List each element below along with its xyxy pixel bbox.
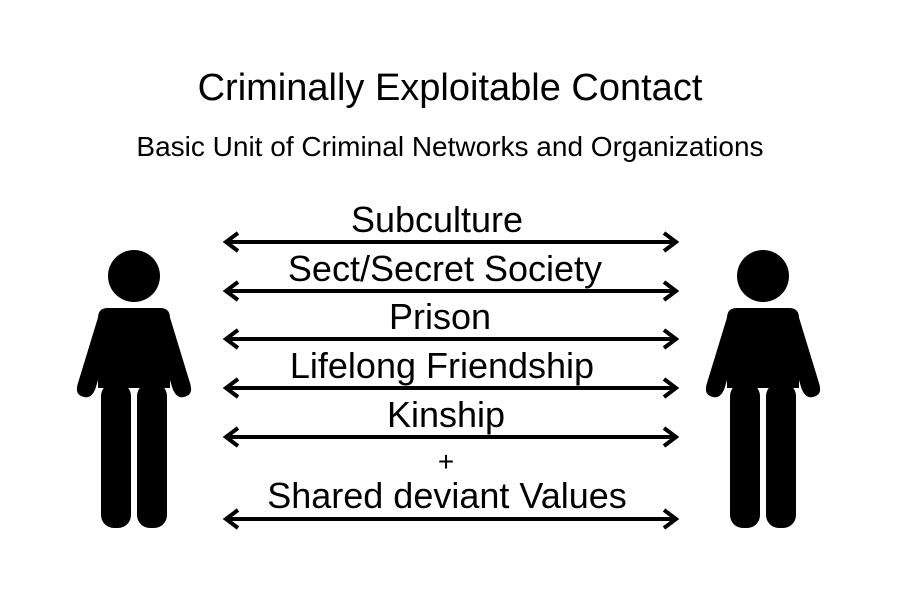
- connection-label-kinship: Kinship: [387, 394, 505, 435]
- arrow-shared-values-double-arrow: [222, 508, 680, 530]
- right-person-icon: [705, 250, 821, 528]
- connection-labels: Subculture Sect/Secret Society Prison Li…: [267, 199, 627, 516]
- diagram-title: Criminally Exploitable Contact: [197, 67, 703, 109]
- shared-values-label: Shared deviant Values: [267, 475, 627, 516]
- connection-label-lifelong-friendship: Lifelong Friendship: [290, 345, 594, 386]
- connection-label-sect-secret-society: Sect/Secret Society: [288, 248, 602, 289]
- plus-sign: +: [438, 446, 454, 477]
- arrow-kinship-double-arrow: [222, 426, 680, 448]
- connection-label-subculture: Subculture: [351, 199, 523, 240]
- left-person-icon: [76, 250, 192, 528]
- connection-label-prison: Prison: [389, 296, 491, 337]
- arrow-subculture-double-arrow: [222, 231, 680, 253]
- arrow-prison-double-arrow: [222, 328, 680, 350]
- arrow-sect-secret-society-double-arrow: [222, 280, 680, 302]
- arrow-lifelong-friendship-double-arrow: [222, 377, 680, 399]
- connection-arrows: [222, 231, 680, 530]
- diagram-subtitle: Basic Unit of Criminal Networks and Orga…: [136, 131, 764, 162]
